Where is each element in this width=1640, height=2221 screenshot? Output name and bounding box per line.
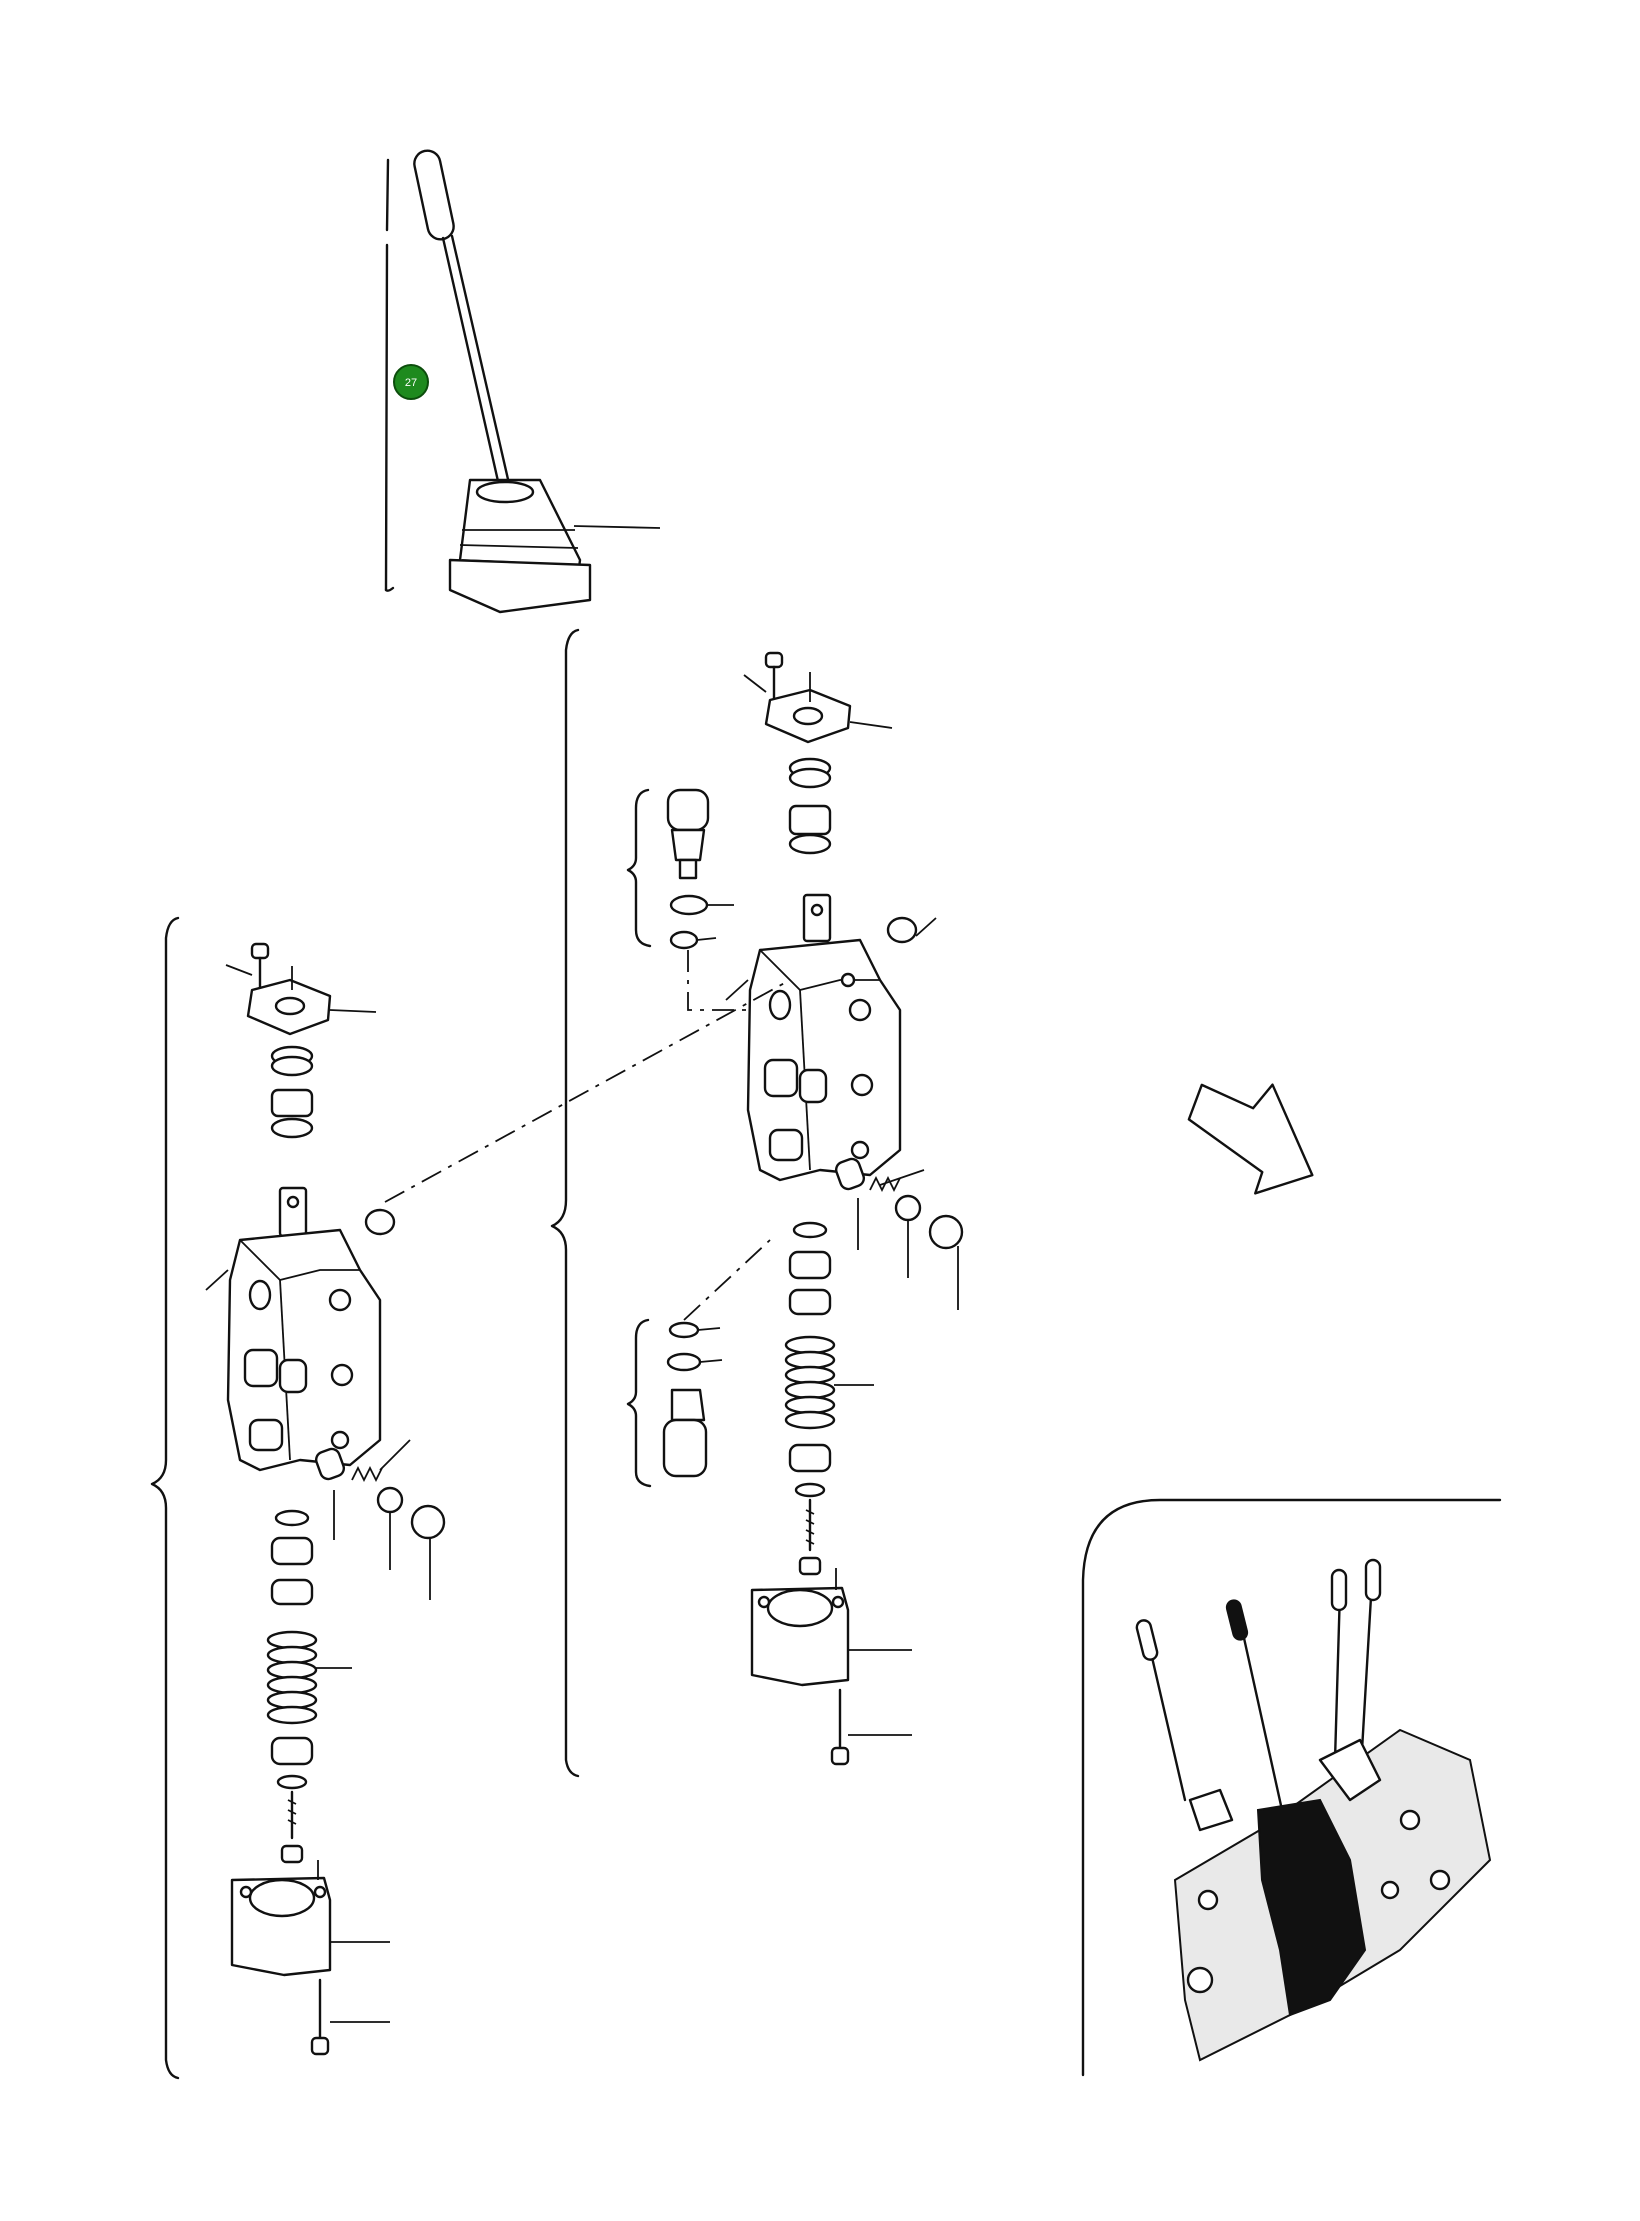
callout-badge: 27 <box>393 364 429 400</box>
right-group-brace <box>550 628 580 1778</box>
inset-overview <box>1081 1498 1502 2077</box>
valve-section-right <box>550 628 964 1778</box>
plug-left <box>410 1504 446 1540</box>
leader-line <box>573 525 661 529</box>
return-spring-left <box>266 1630 318 1725</box>
callout-number: 27 <box>405 377 417 389</box>
lever-group-bracket <box>384 158 390 592</box>
return-spring <box>784 1335 836 1430</box>
direction-arrow <box>1187 1083 1314 1195</box>
lever-assembly <box>384 149 661 614</box>
lower-cartridge-brace <box>626 1318 652 1488</box>
left-group-brace <box>150 916 180 2080</box>
lever-base-plate <box>448 558 592 614</box>
alignment-line <box>384 979 791 1203</box>
cartridge-brace <box>626 788 652 948</box>
highlighted-section <box>1256 1798 1367 2017</box>
inset-frame <box>1081 1498 1502 2077</box>
valve-section-left <box>150 916 446 2080</box>
lever-handle <box>413 149 455 241</box>
plug <box>928 1214 964 1250</box>
